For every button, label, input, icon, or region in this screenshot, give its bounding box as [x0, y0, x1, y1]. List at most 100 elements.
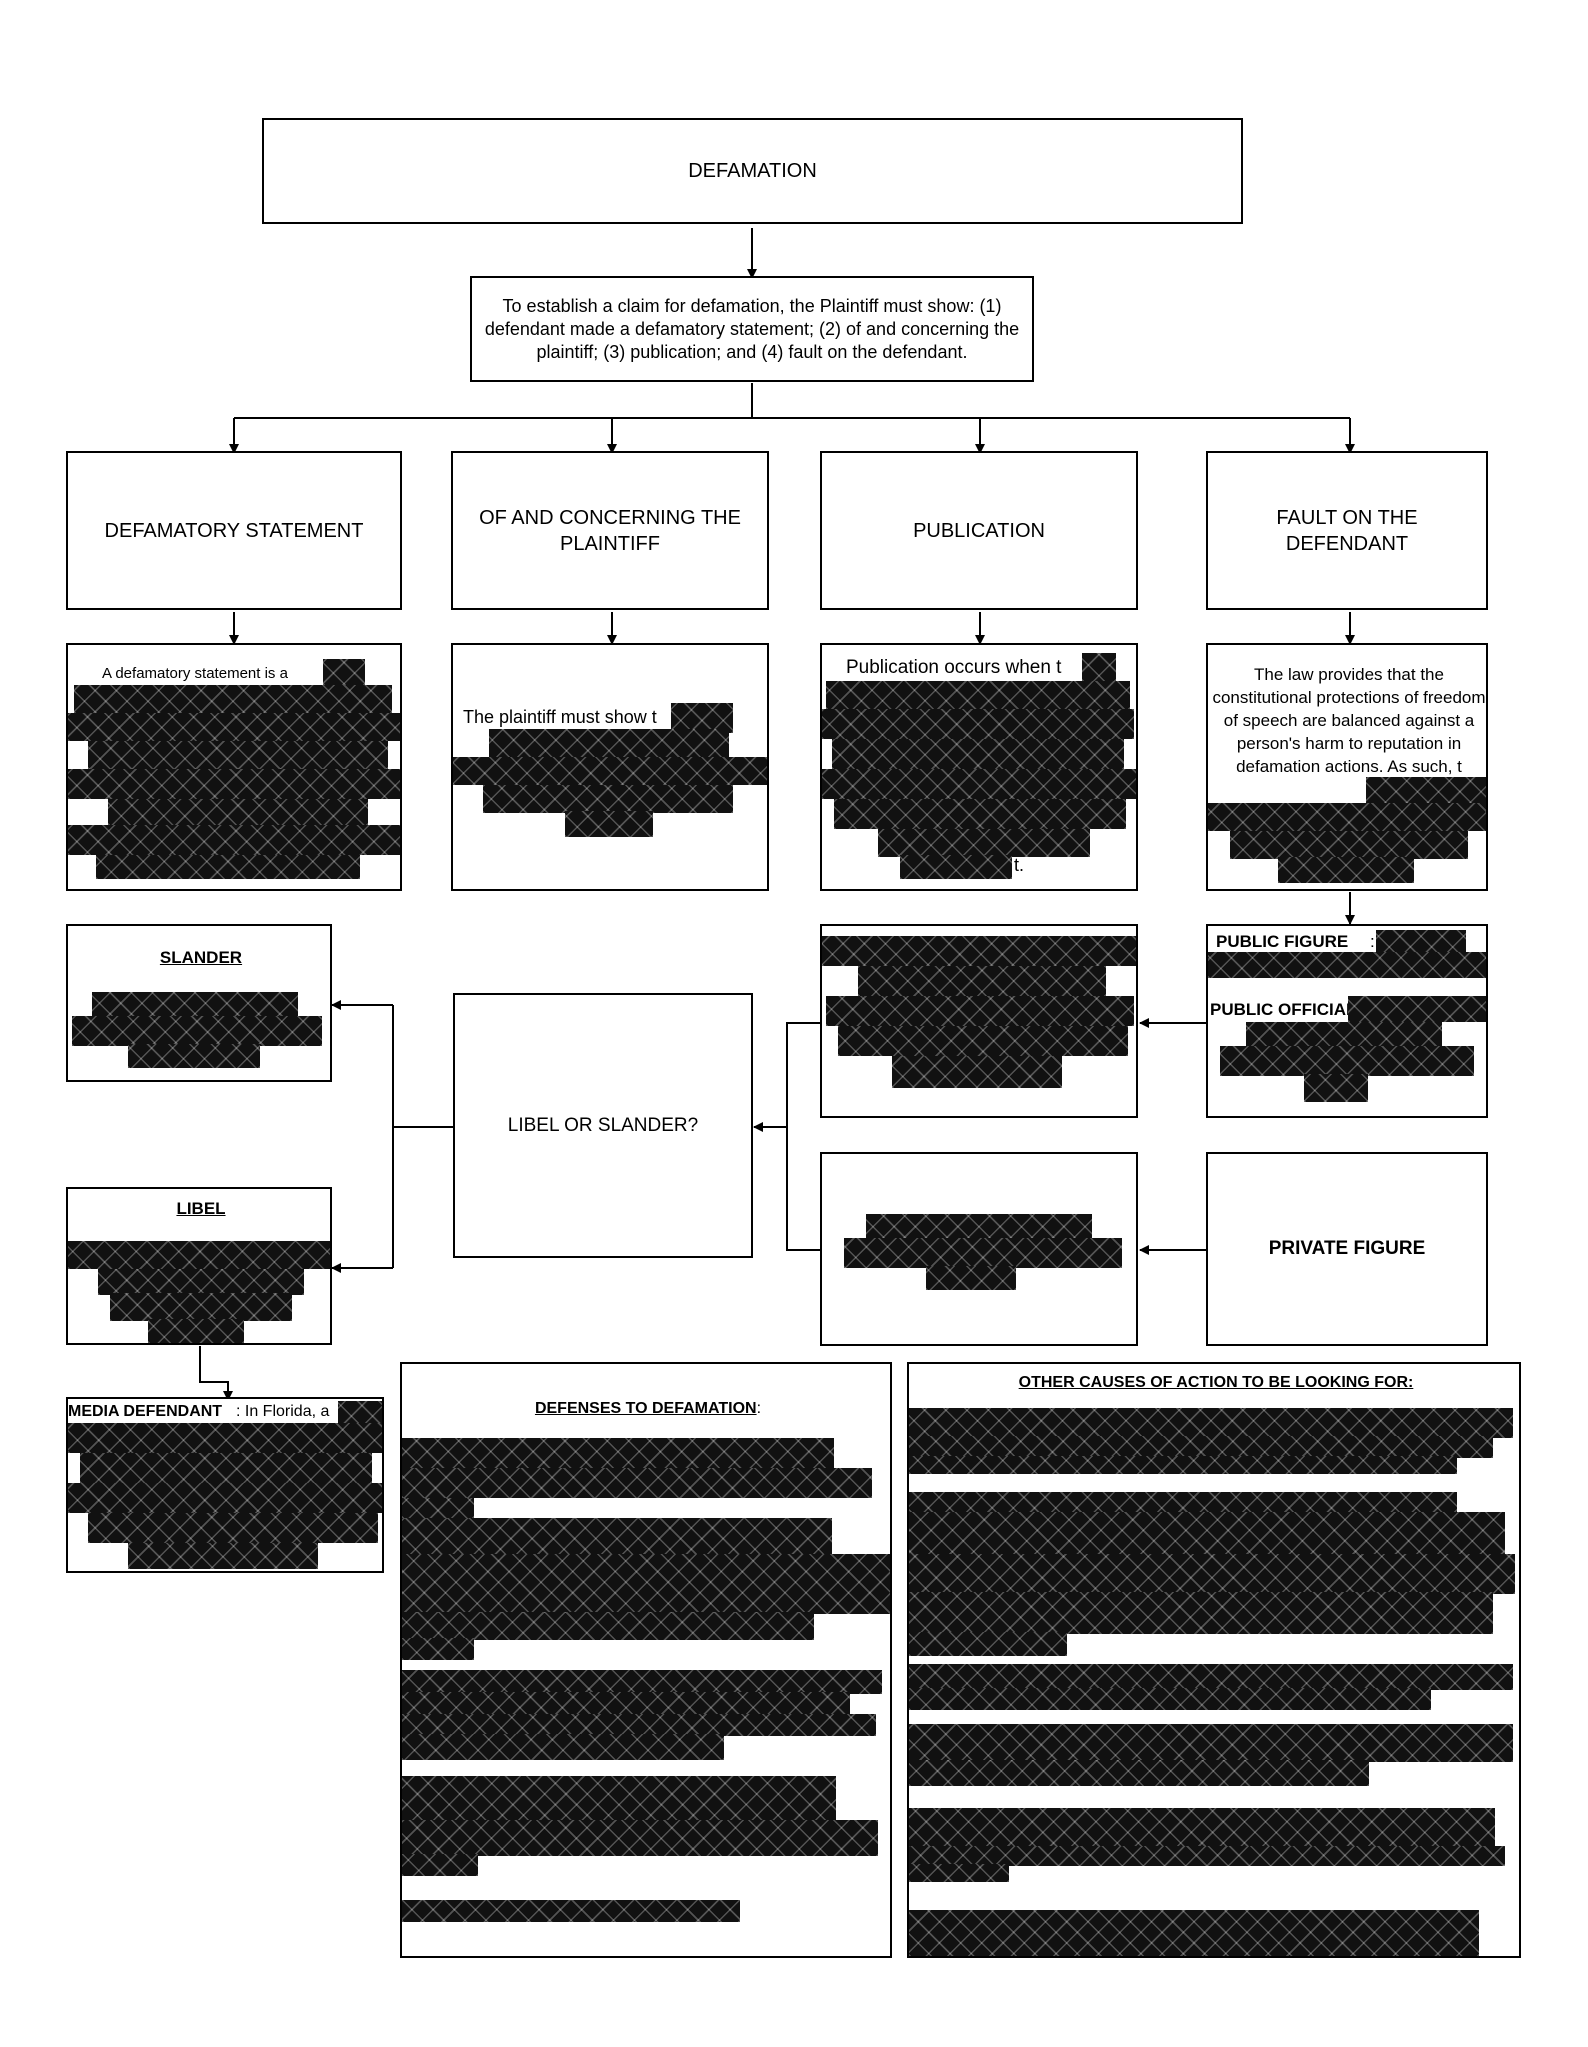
defamatory-statement-detail: A defamatory statement is a — [66, 643, 402, 891]
redaction — [68, 1423, 382, 1453]
redaction — [1304, 1074, 1368, 1102]
redaction — [671, 703, 733, 733]
redaction — [822, 709, 1134, 739]
redaction — [453, 757, 767, 785]
redaction — [88, 1513, 378, 1543]
redaction — [834, 799, 1126, 829]
libel-box: LIBEL — [66, 1187, 332, 1345]
redaction — [1220, 1046, 1474, 1076]
redaction — [909, 1436, 1493, 1458]
redaction — [909, 1724, 1513, 1762]
redaction — [822, 769, 1136, 799]
redaction — [68, 769, 400, 799]
redaction — [402, 1900, 740, 1922]
redaction — [402, 1854, 478, 1876]
redaction — [483, 785, 733, 813]
libel-label: LIBEL — [176, 1199, 226, 1218]
redaction — [909, 1408, 1513, 1438]
slander-label: SLANDER — [159, 948, 243, 967]
redaction — [402, 1670, 882, 1694]
arrow-libel-to-media — [199, 1346, 233, 1401]
redaction — [909, 1688, 1431, 1710]
redaction — [68, 1241, 330, 1269]
redaction — [128, 1543, 318, 1569]
detail-snippet: A defamatory statement is a — [102, 665, 288, 682]
redaction — [72, 1016, 322, 1046]
redaction — [892, 1056, 1062, 1088]
redaction — [92, 992, 298, 1018]
redaction — [909, 1846, 1505, 1866]
redaction — [866, 1214, 1092, 1242]
redaction — [402, 1518, 832, 1558]
detail-snippet: The law provides that the constitutional… — [1212, 665, 1486, 776]
slander-box: SLANDER — [66, 924, 332, 1082]
private-figure-box: PRIVATE FIGURE — [1206, 1152, 1488, 1346]
redaction — [68, 1483, 382, 1513]
redaction — [68, 825, 400, 855]
redaction — [822, 936, 1136, 966]
redaction — [909, 1864, 1009, 1882]
branch-title: OF AND CONCERNING THE PLAINTIFF — [479, 506, 741, 555]
elements-text: To establish a claim for defamation, the… — [484, 295, 1020, 362]
of-and-concerning-detail: The plaintiff must show t — [451, 643, 769, 891]
redaction — [96, 855, 360, 879]
branch-title: DEFAMATORY STATEMENT — [104, 519, 364, 542]
redaction — [909, 1554, 1515, 1594]
redaction — [909, 1456, 1457, 1474]
redaction — [838, 1026, 1128, 1056]
redaction — [832, 739, 1124, 769]
redaction — [1208, 952, 1486, 978]
redaction — [1208, 803, 1486, 831]
redaction — [826, 681, 1130, 709]
public-figure-box: PUBLIC FIGURE : PUBLIC OFFICIAL : — [1206, 924, 1488, 1118]
branch-title: FAULT ON THE DEFENDANT — [1276, 506, 1418, 555]
redaction — [1348, 996, 1486, 1022]
public-figure-label: PUBLIC FIGURE — [1216, 932, 1349, 951]
public-figure-colon: : — [1370, 932, 1375, 951]
detail-tail: t. — [1014, 855, 1025, 875]
media-defendant-box: MEDIA DEFENDANT : In Florida, a — [66, 1397, 384, 1573]
libel-or-slander-text: LIBEL OR SLANDER? — [507, 1114, 699, 1136]
redaction — [402, 1776, 836, 1822]
redaction — [402, 1498, 474, 1518]
redaction — [338, 1401, 382, 1425]
redaction — [858, 966, 1106, 996]
public-standard-box — [820, 924, 1138, 1118]
detail-snippet: The plaintiff must show t — [463, 707, 657, 727]
merge-line — [786, 1022, 822, 1251]
redaction — [909, 1760, 1369, 1786]
redaction — [1230, 831, 1468, 859]
redaction — [489, 729, 729, 759]
media-defendant-snippet: : In Florida, a — [236, 1403, 330, 1420]
branch-title: PUBLICATION — [913, 519, 1045, 542]
redaction — [74, 685, 392, 713]
redaction — [98, 1269, 304, 1295]
branch-fault: FAULT ON THE DEFENDANT — [1206, 451, 1488, 610]
elements-box: To establish a claim for defamation, the… — [470, 276, 1034, 382]
libel-or-slander-box: LIBEL OR SLANDER? — [453, 993, 753, 1258]
redaction — [909, 1592, 1493, 1634]
defenses-suffix: : — [756, 1400, 762, 1417]
redaction — [402, 1612, 814, 1640]
redaction — [909, 1808, 1495, 1848]
redaction — [565, 811, 653, 837]
defamation-title: DEFAMATION — [688, 160, 817, 182]
redaction — [1376, 930, 1466, 956]
redaction — [402, 1638, 474, 1660]
redaction — [909, 1910, 1479, 1956]
redaction — [402, 1734, 724, 1760]
branch-publication: PUBLICATION — [820, 451, 1138, 610]
redaction — [878, 829, 1090, 857]
redaction — [110, 1293, 292, 1321]
redaction — [402, 1714, 876, 1736]
other-causes-label: OTHER CAUSES OF ACTION TO BE LOOKING FOR… — [1018, 1374, 1414, 1391]
redaction — [402, 1438, 834, 1470]
redaction — [68, 713, 400, 741]
redaction — [909, 1664, 1513, 1690]
other-causes-box: OTHER CAUSES OF ACTION TO BE LOOKING FOR… — [907, 1362, 1521, 1958]
fault-detail: The law provides that the constitutional… — [1206, 643, 1488, 891]
redaction — [926, 1266, 1016, 1290]
detail-snippet: Publication occurs when t — [846, 657, 1062, 678]
redaction — [128, 1044, 260, 1068]
